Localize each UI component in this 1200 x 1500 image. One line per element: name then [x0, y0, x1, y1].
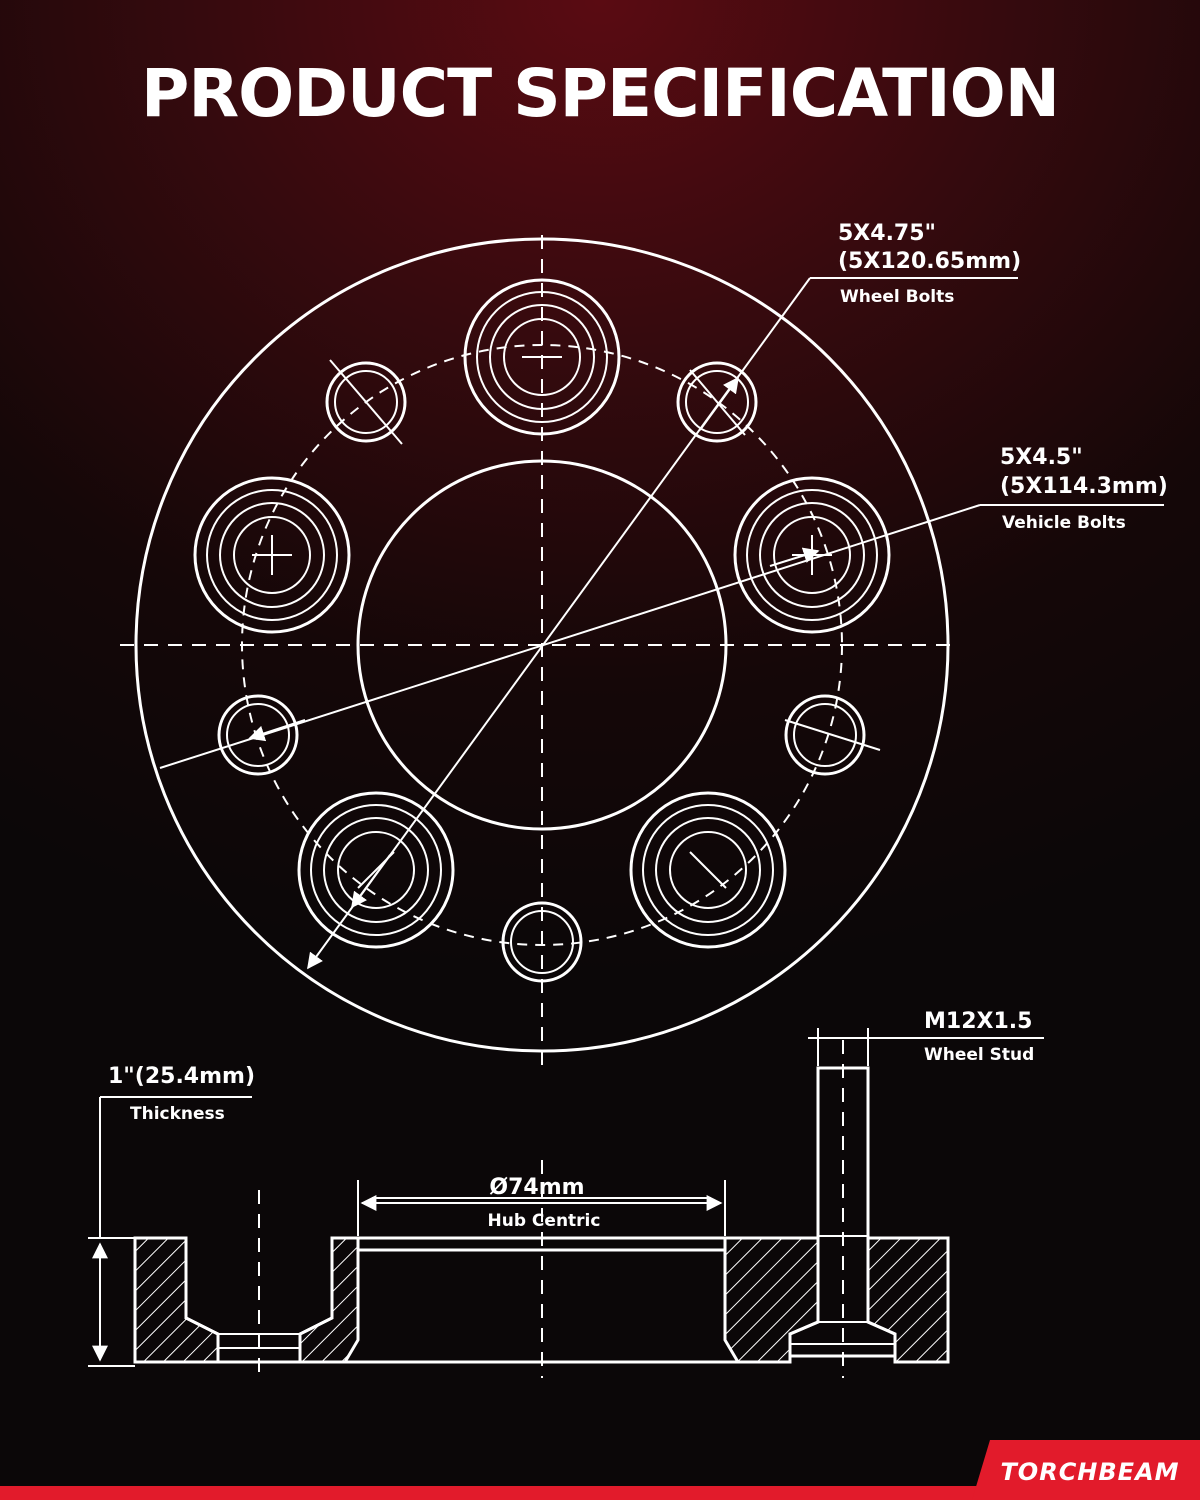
vehicle-bolt-hole-upper-left	[325, 359, 407, 445]
wheel-bolt-arrow-lower	[351, 854, 391, 909]
vehicle-bolt-arrow-right	[769, 547, 820, 567]
hub-centric-callout: Ø74mm Hub Centric	[488, 1175, 601, 1231]
wheel-bolt-hole-bottom-right	[629, 791, 787, 949]
thickness-caption: Thickness	[130, 1104, 225, 1124]
vehicle-bolt-hole-right	[784, 694, 881, 776]
wheel-bolt-hole-top	[463, 278, 621, 436]
brand-badge	[972, 1440, 1200, 1500]
brand-footer: TORCHBEAM	[0, 1440, 1200, 1500]
thickness-value: 1"(25.4mm)	[108, 1064, 255, 1089]
vehicle-bolt-hole-bottom	[501, 901, 583, 983]
wheel-bolts-caption: Wheel Bolts	[840, 287, 954, 307]
vehicle-bolt-arrow-left	[248, 719, 306, 742]
vehicle-bolt-dimension-line	[159, 504, 981, 769]
vehicle-bolts-metric: (5X114.3mm)	[1000, 474, 1168, 499]
wheel-bolts-metric: (5X120.65mm)	[838, 249, 1021, 274]
vehicle-bolt-hole-left	[217, 694, 299, 776]
vehicle-bolts-caption: Vehicle Bolts	[1002, 513, 1126, 533]
vehicle-bolts-callout: 5X4.5" (5X114.3mm) Vehicle Bolts	[980, 445, 1168, 533]
wheel-bolts-value: 5X4.75"	[838, 221, 936, 246]
hub-centric-caption: Hub Centric	[488, 1211, 601, 1231]
wheel-bolt-hole-left	[193, 476, 351, 634]
top-view	[120, 235, 981, 1065]
wheel-stud-drawing	[788, 1066, 897, 1358]
hub-centric-value: Ø74mm	[489, 1175, 584, 1200]
wheel-stud-value: M12X1.5	[924, 1009, 1032, 1034]
vehicle-bolts-value: 5X4.5"	[1000, 445, 1083, 470]
wheel-stud-callout: M12X1.5 Wheel Stud	[924, 1009, 1034, 1065]
wheel-bolt-hole-right	[733, 476, 891, 634]
wheel-stud-caption: Wheel Stud	[924, 1045, 1034, 1065]
section-hatch-left-middle	[298, 1236, 360, 1364]
side-section-view	[88, 1028, 1044, 1378]
section-hatch-left	[133, 1236, 220, 1364]
thickness-callout: 1"(25.4mm) Thickness	[108, 1064, 255, 1124]
brand-logo: TORCHBEAM	[1000, 1458, 1179, 1486]
page-title: PRODUCT SPECIFICATION	[140, 55, 1060, 132]
vehicle-bolt-hole-upper-right	[676, 361, 758, 443]
wheel-bolt-hole-bottom-left	[297, 791, 455, 949]
wheel-bolt-arrow-upper	[699, 376, 739, 431]
wheel-bolts-callout: 5X4.75" (5X120.65mm) Wheel Bolts	[810, 221, 1021, 307]
brand-accent-bar	[0, 1486, 1200, 1500]
